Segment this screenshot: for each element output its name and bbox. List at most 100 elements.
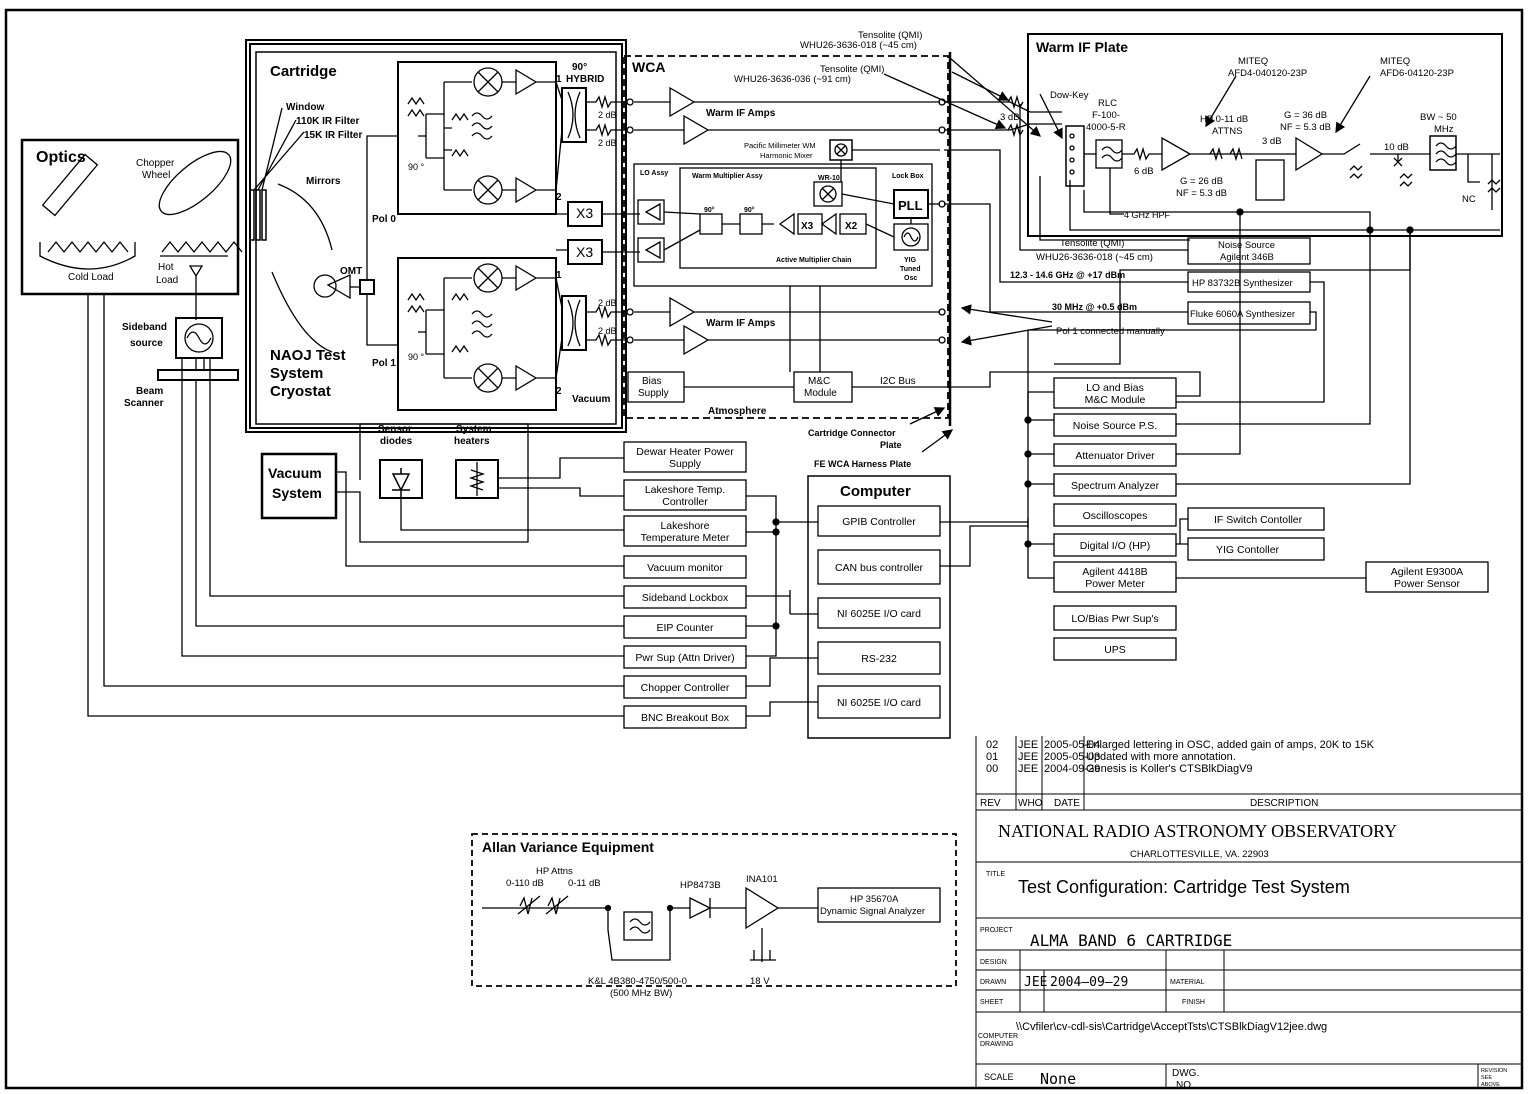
warm-if-title: Warm IF Plate bbox=[1036, 39, 1128, 55]
cold-load bbox=[40, 242, 135, 269]
left-box-2-line-0: Lakeshore bbox=[660, 520, 709, 532]
computer-item-2: NI 6025E I/O card bbox=[837, 608, 921, 620]
computer-item-1: CAN bus controller bbox=[835, 562, 924, 574]
ina101: INA101 bbox=[746, 874, 778, 885]
att-2db-c: 2 dB bbox=[598, 298, 617, 308]
bw-2: MHz bbox=[1434, 124, 1454, 135]
chopper-wheel bbox=[150, 141, 241, 225]
revision-label-1: REVISION bbox=[1481, 1068, 1507, 1074]
sideband-label-1: Sideband bbox=[122, 322, 167, 333]
rlc-3: 4000-5-R bbox=[1086, 122, 1126, 133]
port-2-upper: 2 bbox=[556, 192, 562, 203]
nc-label: NC bbox=[1462, 194, 1476, 205]
miteq2-b: AFD6-04120-23P bbox=[1380, 68, 1454, 79]
left-box-0-line-1: Supply bbox=[669, 458, 702, 470]
org-city: CHARLOTTESVILLE, VA. 22903 bbox=[1130, 849, 1269, 860]
allan-title: Allan Variance Equipment bbox=[482, 839, 654, 855]
hp8473b: HP8473B bbox=[680, 880, 721, 891]
att-3db-mid: 3 dB bbox=[1262, 136, 1282, 147]
cartridge-title: Cartridge bbox=[270, 63, 337, 80]
freq-13ghz: 12.3 - 14.6 GHz @ +17 dBm bbox=[1010, 270, 1125, 280]
heaters-label-2: heaters bbox=[454, 436, 490, 447]
lockbox-label: Lock Box bbox=[892, 173, 924, 180]
wca-title: WCA bbox=[632, 59, 665, 75]
drawn-label: DRAWN bbox=[980, 979, 1006, 986]
window-label: Window bbox=[286, 102, 324, 113]
atmosphere-label: Atmosphere bbox=[708, 406, 767, 417]
v18: 18 V bbox=[750, 976, 770, 987]
lo-assy-label: LO Assy bbox=[640, 170, 668, 177]
who-header: WHO bbox=[1018, 798, 1043, 809]
x3-upper: X3 bbox=[576, 205, 593, 221]
pol0-label: Pol 0 bbox=[372, 214, 396, 225]
rev-row-0-who: JEE bbox=[1018, 739, 1038, 751]
right-box-1: Noise Source P.S. bbox=[1073, 420, 1157, 432]
pm-label-1: Pacific Millimeter WM bbox=[744, 141, 816, 150]
cable1-b: WHU26-3636-018 (~45 cm) bbox=[800, 40, 917, 51]
cold-load-label: Cold Load bbox=[68, 272, 114, 283]
right-box-6-line-1: Power Meter bbox=[1085, 578, 1145, 590]
project-label: PROJECT bbox=[980, 927, 1013, 934]
i2c-label: I2C Bus bbox=[880, 376, 916, 387]
dowkey-label: Dow-Key bbox=[1050, 90, 1089, 101]
sheet-label: SHEET bbox=[980, 999, 1004, 1006]
project-name: ALMA BAND 6 CARTRIDGE bbox=[1030, 931, 1232, 950]
amc-label: Active Multiplier Chain bbox=[776, 257, 851, 264]
rev-row-2-who: JEE bbox=[1018, 763, 1038, 775]
rev-row-1-who: JEE bbox=[1018, 751, 1038, 763]
dwg-label-1: DWG. bbox=[1172, 1068, 1199, 1079]
hybrid-label-1: 90° bbox=[572, 62, 587, 73]
attns-2: ATTNS bbox=[1212, 126, 1242, 137]
cc-plate-1: Cartridge Connector bbox=[808, 428, 896, 438]
sideband-label-2: source bbox=[130, 338, 163, 349]
right-box-4: Oscilloscopes bbox=[1083, 510, 1148, 522]
deg90-a: 90° bbox=[704, 206, 715, 214]
left-box-2-line-1: Temperature Meter bbox=[641, 532, 730, 544]
left-box-6: Pwr Sup (Attn Driver) bbox=[635, 652, 734, 664]
finish-label: FINISH bbox=[1182, 999, 1205, 1006]
att-2db-a: 2 dB bbox=[598, 110, 617, 120]
att-2db-b: 2 dB bbox=[598, 138, 617, 148]
port-1-upper: 1 bbox=[556, 74, 562, 85]
att-10db: 10 dB bbox=[1384, 142, 1409, 153]
sensor-label-1: Sensor bbox=[378, 424, 412, 435]
attn-0-11: 0-11 dB bbox=[568, 878, 601, 889]
miteq2-a: MITEQ bbox=[1380, 56, 1410, 67]
left-box-4: Sideband Lockbox bbox=[642, 592, 729, 604]
bias-label-2: Supply bbox=[638, 388, 669, 399]
right-box-7: LO/Bias Pwr Sup's bbox=[1071, 613, 1158, 625]
mc-label-2: Module bbox=[804, 388, 837, 399]
deg90-b: 90° bbox=[744, 206, 755, 214]
yig-label-1: YIG bbox=[904, 257, 917, 264]
bias-label-1: Bias bbox=[642, 376, 661, 387]
warm-if-amps-upper: Warm IF Amps bbox=[706, 108, 776, 119]
warm-if-amps-lower: Warm IF Amps bbox=[706, 318, 776, 329]
miteq1-b: AFD4-040120-23P bbox=[1228, 68, 1307, 79]
bw-1: BW ~ 50 bbox=[1420, 112, 1457, 123]
org-name: NATIONAL RADIO ASTRONOMY OBSERVATORY bbox=[998, 821, 1397, 841]
desc-header: DESCRIPTION bbox=[1250, 798, 1318, 809]
att-2db-d: 2 dB bbox=[598, 326, 617, 336]
pll-label: PLL bbox=[898, 198, 923, 213]
if-switch-controller: IF Switch Contoller bbox=[1214, 514, 1303, 526]
hpf-label: 4 GHz HPF bbox=[1124, 210, 1171, 220]
material-label: MATERIAL bbox=[1170, 979, 1205, 986]
e9300-sensor-line-0: Agilent E9300A bbox=[1391, 566, 1463, 578]
deg90-upper: 90 ° bbox=[408, 162, 425, 172]
x3-amc: X3 bbox=[801, 221, 814, 232]
computer-item-0: GPIB Controller bbox=[842, 516, 916, 528]
computer-item-4: NI 6025E I/O card bbox=[837, 697, 921, 709]
left-box-7: Chopper Controller bbox=[641, 682, 730, 694]
yig-label-3: Osc bbox=[904, 275, 917, 282]
deg90-lower: 90 ° bbox=[408, 352, 425, 362]
nf-2: NF = 5.3 dB bbox=[1280, 122, 1331, 133]
scanner-label: Scanner bbox=[124, 398, 164, 409]
hybrid-label-2: HYBRID bbox=[566, 74, 604, 85]
vacuum-label: Vacuum bbox=[572, 394, 610, 405]
hp-attns: HP Attns bbox=[536, 866, 573, 877]
right-box-2: Attenuator Driver bbox=[1075, 450, 1155, 462]
noise-source-1: Noise Source bbox=[1218, 240, 1275, 251]
left-box-3: Vacuum monitor bbox=[647, 562, 723, 574]
fe-plate: FE WCA Harness Plate bbox=[814, 459, 911, 469]
drawn-by: JEE bbox=[1024, 975, 1047, 990]
